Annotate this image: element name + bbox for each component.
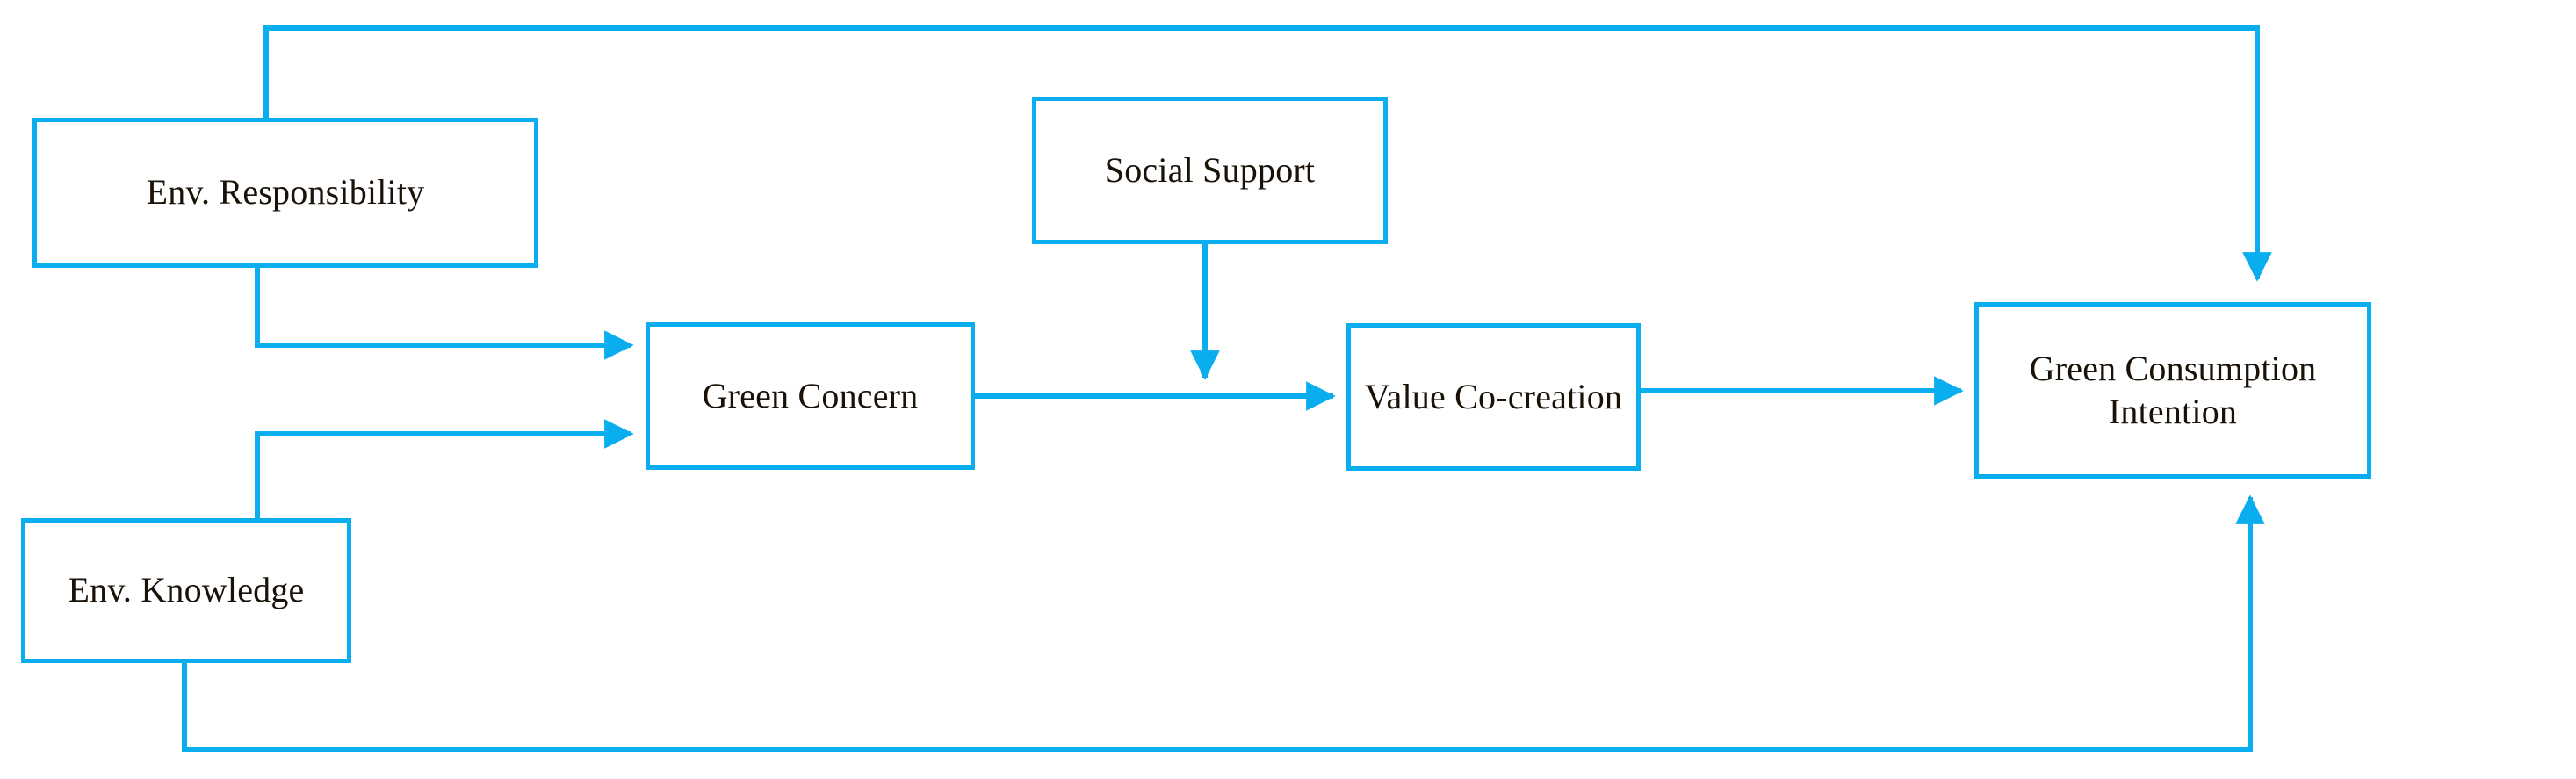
node-env-knowledge-label: Env. Knowledge bbox=[68, 570, 305, 610]
node-env-responsibility-label: Env. Responsibility bbox=[146, 172, 425, 213]
node-social-support[interactable]: Social Support bbox=[1032, 97, 1388, 244]
edge-env-knowledge-to-green-consumption bbox=[182, 494, 2265, 752]
node-green-concern[interactable]: Green Concern bbox=[646, 322, 975, 470]
edge-env-responsibility-to-green-concern bbox=[255, 268, 634, 360]
node-green-consumption-intention-label: Green Consumption Intention bbox=[2029, 348, 2317, 431]
node-social-support-label: Social Support bbox=[1104, 149, 1316, 190]
node-env-responsibility[interactable]: Env. Responsibility bbox=[32, 118, 538, 268]
node-value-cocreation-label: Value Co-creation bbox=[1364, 376, 1623, 416]
node-green-consumption-intention[interactable]: Green Consumption Intention bbox=[1974, 302, 2371, 479]
edge-env-knowledge-to-green-concern bbox=[255, 419, 634, 518]
node-env-knowledge[interactable]: Env. Knowledge bbox=[21, 518, 351, 663]
node-green-concern-label: Green Concern bbox=[702, 375, 919, 415]
node-value-cocreation[interactable]: Value Co-creation bbox=[1346, 323, 1641, 471]
edge-env-responsibility-to-green-consumption bbox=[263, 25, 2272, 282]
